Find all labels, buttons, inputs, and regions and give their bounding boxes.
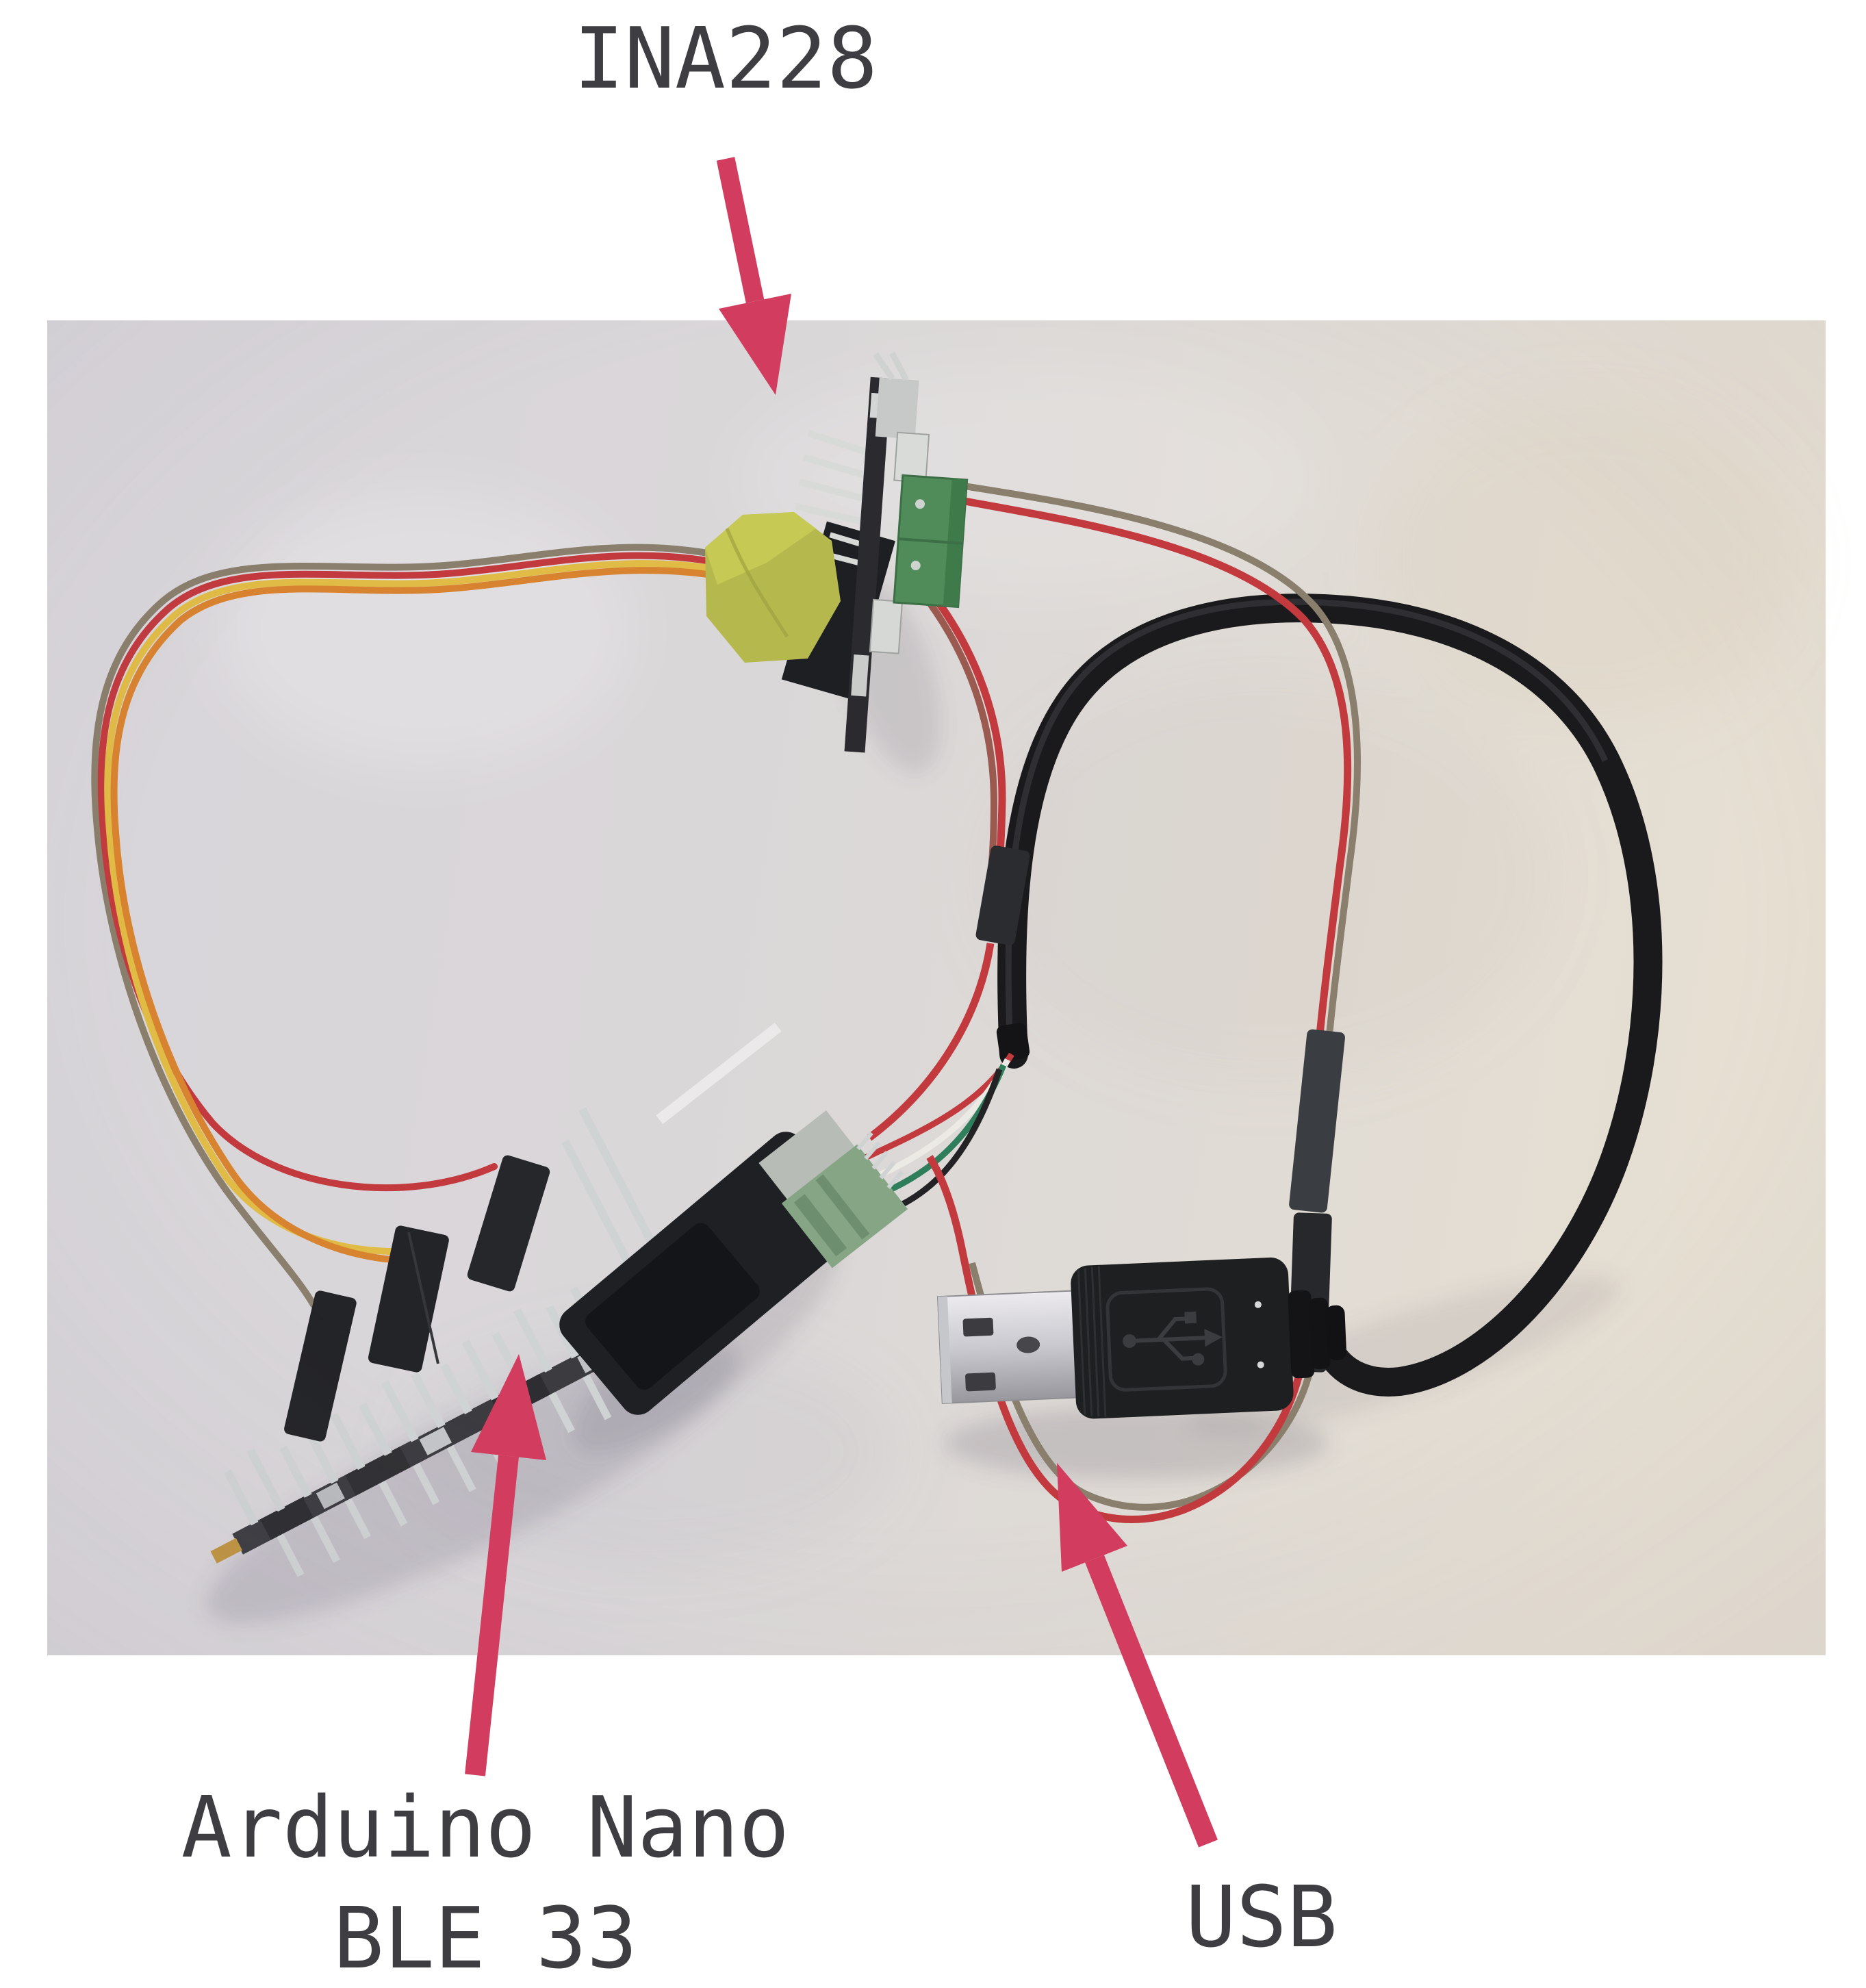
annotation-labels: INA228 Arduino Nano BLE 33 USB — [181, 10, 1338, 1988]
ina228-label: INA228 — [574, 10, 878, 108]
usb-arrow-shaft — [1085, 1555, 1218, 1848]
arduino-arrow-icon — [471, 1354, 546, 1460]
arduino-label-line1: Arduino Nano — [181, 1779, 790, 1877]
annotation-arrows — [465, 157, 1218, 1848]
ina228-arrow-icon — [719, 294, 791, 395]
ina228-arrow-shaft — [716, 157, 765, 303]
photo-vignette — [47, 320, 1826, 1655]
usb-label: USB — [1186, 1869, 1338, 1967]
arduino-label-line2: BLE 33 — [333, 1890, 637, 1988]
usb-arrow-icon — [1057, 1463, 1127, 1572]
arduino-arrow-shaft — [465, 1455, 519, 1776]
